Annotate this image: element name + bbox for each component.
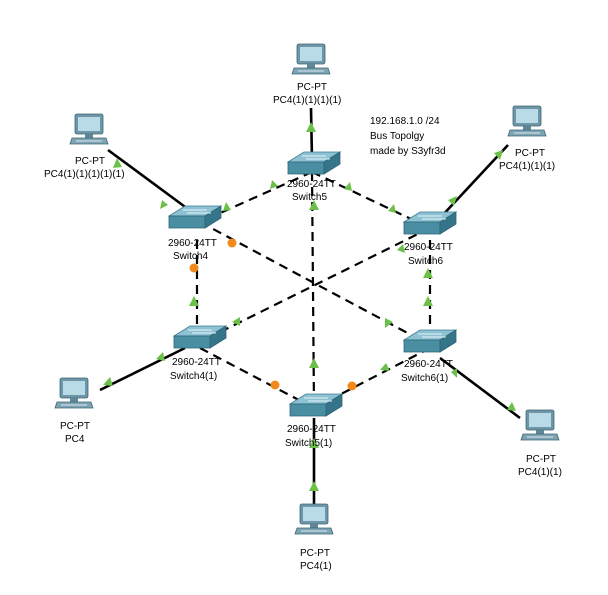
link-indicators bbox=[103, 122, 516, 491]
pc-top-right[interactable]: PC-PT PC4(1)(1)(1) bbox=[499, 105, 555, 172]
switch-switch5-1[interactable]: 2960-24TT Switch5(1) bbox=[285, 393, 343, 449]
pc-type-label: PC-PT bbox=[75, 156, 105, 167]
switch-name-label: Switch6 bbox=[408, 256, 443, 267]
pc-name-label: PC4(1)(1) bbox=[518, 467, 562, 478]
link-up-indicator bbox=[451, 368, 457, 378]
link-up-indicator bbox=[113, 158, 122, 168]
switch-switch5[interactable]: 2960-24TT Switch5 bbox=[287, 151, 341, 203]
link-up-indicator bbox=[423, 268, 433, 278]
link-up-indicator bbox=[189, 296, 199, 306]
pc-name-label: PC4(1) bbox=[300, 561, 332, 572]
link-blocked-indicator bbox=[347, 381, 357, 391]
link-up-indicator bbox=[103, 377, 113, 386]
link-sw41-sw51 bbox=[199, 347, 315, 409]
link-sw5-sw4 bbox=[199, 170, 313, 224]
switch-model-label: 2960-24TT bbox=[287, 179, 336, 190]
link-up-indicator bbox=[156, 352, 165, 361]
switch-name-label: Switch5(1) bbox=[285, 438, 332, 449]
link-up-indicator bbox=[380, 363, 390, 371]
switch-name-label: Switch5 bbox=[292, 192, 327, 203]
pc-type-label: PC-PT bbox=[526, 454, 556, 465]
link-up-indicator bbox=[309, 200, 319, 210]
link-up-indicator bbox=[397, 244, 405, 253]
pc-bottom-left[interactable]: PC-PT PC4 bbox=[54, 377, 94, 445]
pc-type-label: PC-PT bbox=[515, 148, 545, 159]
link-up-indicator bbox=[232, 317, 240, 326]
switch-switch4[interactable]: 2960-24TT Switch4 bbox=[168, 205, 222, 262]
switch-switch6-1[interactable]: 2960-24TT Switch6(1) bbox=[401, 329, 457, 384]
switch-model-label: 2960-24TT bbox=[404, 242, 453, 253]
link-blocked-indicator bbox=[270, 380, 280, 390]
pc-top-left[interactable]: PC-PT PC4(1)(1)(1)(1)(1) bbox=[44, 113, 125, 180]
topology-note[interactable]: 192.168.1.0 /24 Bus Topolgy made by S3yf… bbox=[370, 116, 446, 157]
pc-name-label: PC4 bbox=[65, 434, 85, 445]
link-sw4-sw61 bbox=[199, 221, 431, 346]
switch-switch4-1[interactable]: 2960-24TT Switch4(1) bbox=[170, 325, 227, 382]
pc-type-label: PC-PT bbox=[297, 82, 327, 93]
switch-model-label: 2960-24TT bbox=[404, 359, 453, 370]
link-pctr-sw6 bbox=[439, 144, 509, 219]
link-pcbr-sw61 bbox=[439, 356, 521, 420]
link-up-indicator bbox=[223, 202, 231, 211]
link-up-indicator bbox=[306, 122, 316, 132]
switch-switch6[interactable]: 2960-24TT Switch6 bbox=[403, 211, 457, 267]
link-up-indicator bbox=[448, 196, 457, 206]
link-pctl-sw4 bbox=[107, 148, 193, 214]
link-blocked-indicator bbox=[227, 238, 237, 248]
switch-model-label: 2960-24TT bbox=[287, 424, 336, 435]
note-line-2: Bus Topolgy bbox=[370, 131, 424, 142]
link-up-indicator bbox=[494, 150, 503, 160]
link-up-indicator bbox=[344, 182, 352, 191]
link-up-indicator bbox=[507, 402, 516, 411]
note-line-3: made by S3yfr3d bbox=[370, 146, 446, 157]
link-up-indicator bbox=[309, 438, 319, 448]
switch-model-label: 2960-24TT bbox=[168, 238, 217, 249]
note-line-1: 192.168.1.0 /24 bbox=[370, 116, 440, 127]
switch-name-label: Switch4 bbox=[173, 251, 208, 262]
link-up-indicator bbox=[309, 481, 319, 491]
link-up-indicator bbox=[160, 200, 168, 209]
link-sw5-sw51 bbox=[310, 171, 316, 409]
link-up-indicator bbox=[270, 180, 278, 189]
pc-bottom-right[interactable]: PC-PT PC4(1)(1) bbox=[518, 409, 562, 478]
link-up-indicator bbox=[423, 296, 433, 306]
switch-name-label: Switch4(1) bbox=[170, 371, 217, 382]
pc-bottom[interactable]: PC-PT PC4(1) bbox=[294, 503, 334, 572]
switch-name-label: Switch6(1) bbox=[401, 373, 448, 384]
pc-name-label: PC4(1)(1)(1)(1)(1) bbox=[44, 169, 125, 180]
link-up-indicator bbox=[385, 318, 393, 328]
link-pctop-sw5 bbox=[309, 107, 314, 161]
link-pcbl-sw41 bbox=[99, 346, 186, 392]
link-up-indicator bbox=[388, 204, 396, 213]
link-up-indicator bbox=[309, 358, 319, 368]
pc-type-label: PC-PT bbox=[60, 421, 90, 432]
pc-name-label: PC4(1)(1)(1)(1) bbox=[273, 95, 341, 106]
pc-name-label: PC4(1)(1)(1) bbox=[499, 161, 555, 172]
pc-top[interactable]: PC-PT PC4(1)(1)(1)(1) bbox=[273, 43, 341, 106]
pc-type-label: PC-PT bbox=[300, 548, 330, 559]
link-blocked-indicator bbox=[189, 263, 199, 273]
switch-model-label: 2960-24TT bbox=[172, 357, 221, 368]
